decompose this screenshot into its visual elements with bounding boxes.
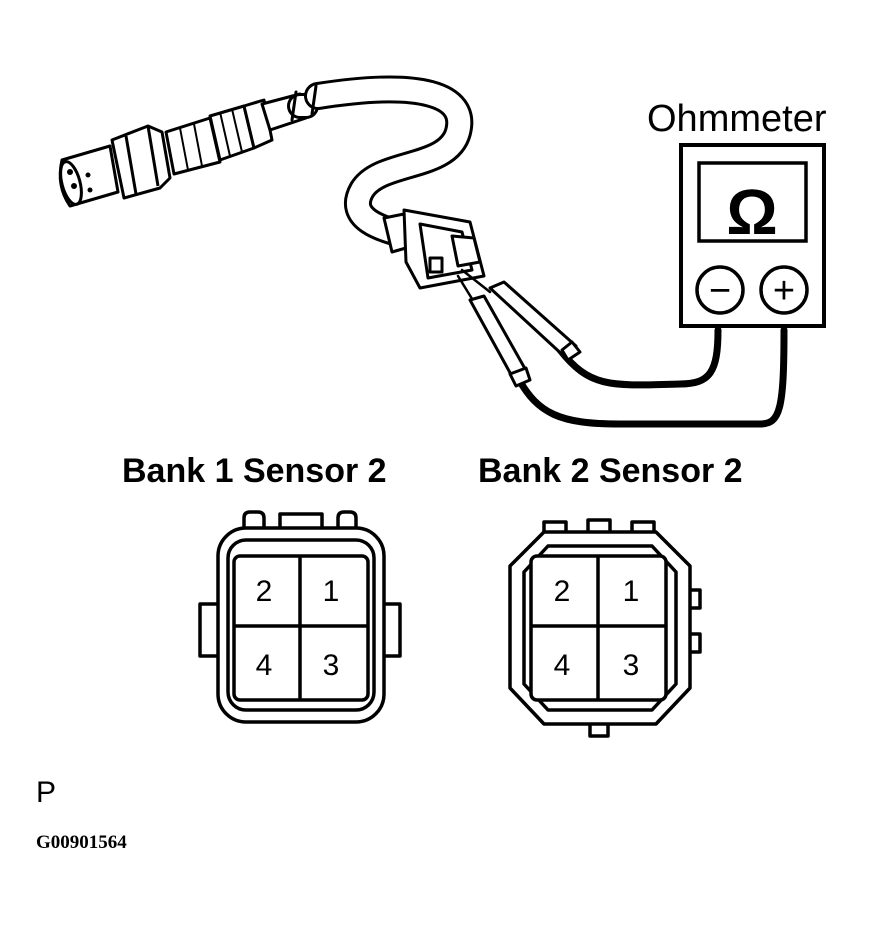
ohmmeter-display xyxy=(697,161,808,243)
bank1-sensor2-caption: Bank 1 Sensor 2 xyxy=(122,452,387,490)
bank2-sensor2-connector xyxy=(508,518,702,738)
bank2-sensor2-caption: Bank 2 Sensor 2 xyxy=(478,452,743,490)
figure-code: G00901564 xyxy=(36,832,127,853)
bank1-sensor2-connector xyxy=(198,510,402,724)
ohmmeter-label: Ohmmeter xyxy=(647,98,827,140)
bank2-pin-3: 3 xyxy=(623,649,640,682)
sensor-tip-face xyxy=(59,160,83,206)
bank1-pin-1: 1 xyxy=(323,575,340,608)
positive-lead-wire xyxy=(514,326,788,428)
sensor-hex-nut xyxy=(110,124,172,200)
harness-wire xyxy=(287,75,474,250)
ohmmeter: Ω − + xyxy=(679,143,826,328)
sensor-body xyxy=(164,116,222,176)
bank2-pin-2: 2 xyxy=(554,575,571,608)
negative-terminal-sign: − xyxy=(709,270,731,312)
positive-terminal-sign: + xyxy=(773,270,795,312)
oxygen-sensor xyxy=(58,92,308,208)
bank2-pin-4: 4 xyxy=(554,649,571,682)
bank1-pin-3: 3 xyxy=(323,649,340,682)
bank1-pin-2: 2 xyxy=(256,575,273,608)
harness-connector xyxy=(382,208,486,290)
corner-letter: P xyxy=(36,776,57,809)
bank2-pin-1: 1 xyxy=(623,575,640,608)
ohm-symbol-icon: Ω xyxy=(726,176,777,248)
meter-leads xyxy=(456,268,788,428)
positive-terminal-icon xyxy=(759,265,809,315)
negative-lead-wire xyxy=(556,326,722,389)
negative-terminal-icon xyxy=(695,265,745,315)
test-probes xyxy=(468,280,582,388)
bank1-pin-4: 4 xyxy=(256,649,273,682)
